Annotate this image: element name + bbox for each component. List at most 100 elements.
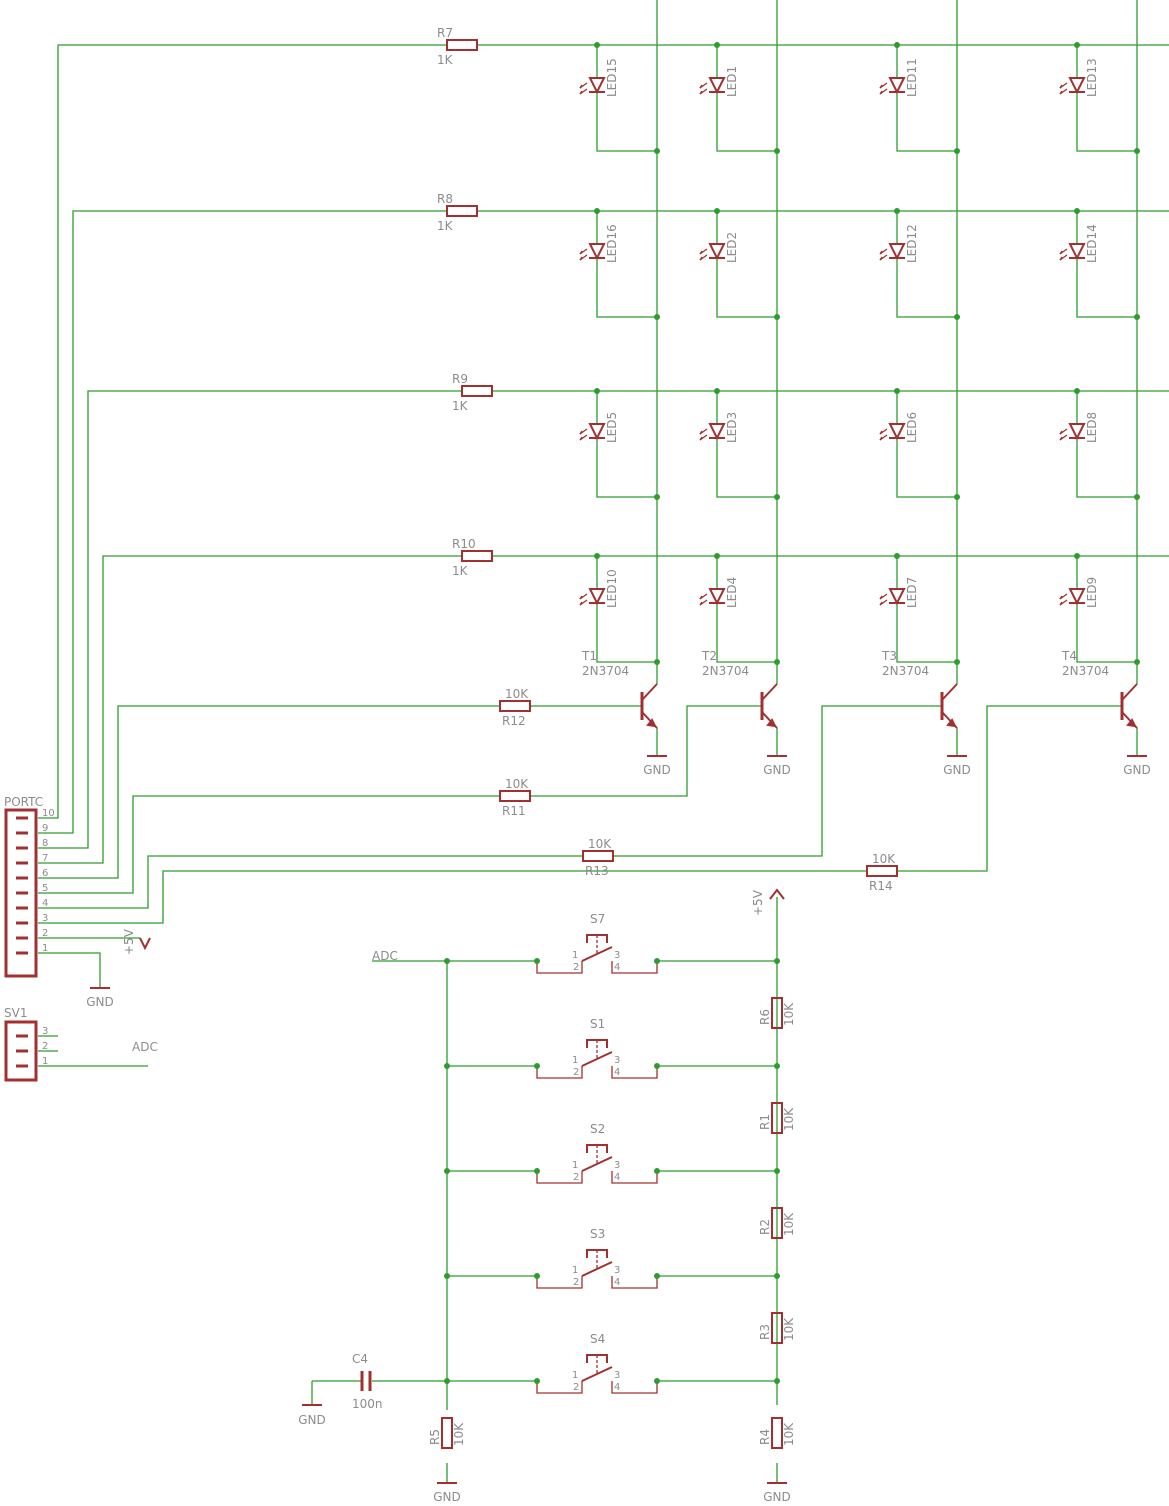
wire [1076, 604, 1137, 663]
resistor-name: R9 [452, 372, 468, 386]
led-body [1068, 77, 1086, 95]
led-arrow-heads [699, 430, 703, 441]
junction-dot [954, 494, 960, 500]
led-label: LED9 [1085, 577, 1099, 608]
junction-dot [894, 553, 900, 559]
led-body [1068, 423, 1086, 441]
junctions [444, 42, 1140, 1384]
junction-dot [1134, 659, 1140, 665]
switch-pin: 3 [614, 1055, 620, 1066]
led-arrow-heads [879, 250, 883, 261]
led-body [888, 588, 906, 606]
junction-dot [654, 659, 660, 665]
led-body [588, 588, 606, 606]
led-label: LED7 [905, 577, 919, 608]
resistor-body [866, 865, 898, 877]
transistor-name: T3 [881, 649, 897, 663]
led-arrow-heads [699, 250, 703, 261]
resistor-value: 10K [782, 1212, 796, 1236]
switch-pin: 4 [614, 1382, 620, 1393]
switch-pin: 2 [573, 1382, 579, 1393]
resistor-value: 10K [452, 1422, 466, 1446]
led-body [588, 243, 606, 261]
led-arrow-heads [879, 595, 883, 606]
led-body [588, 77, 606, 95]
junction-dot [1134, 494, 1140, 500]
resistor-name: R7 [437, 26, 453, 40]
transistor-name: T4 [1061, 649, 1077, 663]
junction-dot [594, 553, 600, 559]
pin-number: 4 [42, 898, 48, 909]
wire [38, 44, 447, 819]
transistor-collector [1121, 683, 1138, 701]
switch-pin: 1 [572, 1160, 578, 1171]
resistor-body [446, 39, 478, 51]
led-body [708, 588, 726, 606]
resistor-name: R2 [758, 1219, 772, 1235]
switch-frame [611, 1171, 658, 1184]
resistor-body [499, 790, 531, 802]
transistor-arrow [946, 718, 957, 728]
led-arrow-heads [579, 595, 583, 606]
wire [896, 259, 957, 318]
led-body [888, 243, 906, 261]
switch-frame [536, 1171, 583, 1184]
switch-frame [536, 961, 583, 974]
capacitor-value: 100n [352, 1397, 383, 1411]
transistor-arrow [1126, 718, 1137, 728]
junction-dot [444, 1063, 450, 1069]
switch-pin: 2 [573, 962, 579, 973]
resistor-name: R5 [428, 1429, 442, 1445]
switch-pin: 2 [573, 1067, 579, 1078]
resistor-value: 1K [452, 564, 469, 578]
led-label: LED4 [725, 577, 739, 608]
resistor-body [461, 550, 493, 562]
switch-frame [611, 1381, 658, 1394]
switch-pin: 3 [614, 1370, 620, 1381]
junction-dot [444, 1378, 450, 1384]
led-label: LED1 [725, 66, 739, 97]
junction-dot [534, 1273, 540, 1279]
junction-dot [714, 42, 720, 48]
junction-dot [1074, 553, 1080, 559]
led-label: LED3 [725, 412, 739, 443]
switch-pin: 3 [614, 1160, 620, 1171]
wire [38, 795, 500, 894]
resistor-name: R10 [452, 537, 476, 551]
gnd-label: GND [643, 763, 671, 777]
led-label: LED5 [605, 412, 619, 443]
resistor-body [771, 1312, 783, 1344]
wire [38, 952, 101, 968]
led-arrow-heads [1059, 250, 1063, 261]
led-arrow-heads [699, 84, 703, 95]
wire [596, 259, 657, 318]
junction-dot [774, 1378, 780, 1384]
led-body [1068, 588, 1086, 606]
gnd-label: GND [86, 995, 114, 1009]
led-label: LED16 [605, 224, 619, 263]
switch-lever [581, 1261, 613, 1277]
led-arrow-heads [699, 595, 703, 606]
wire [596, 93, 657, 152]
led-body [1068, 243, 1086, 261]
switch-frame [536, 1276, 583, 1289]
junction-dot [594, 42, 600, 48]
switch-name: S1 [590, 1017, 605, 1031]
wire [896, 439, 957, 498]
resistor-body [771, 1102, 783, 1134]
resistor-name: R13 [585, 864, 609, 878]
resistor-name: R1 [758, 1114, 772, 1130]
led-body [888, 77, 906, 95]
junction-dot [654, 1063, 660, 1069]
junction-dot [654, 314, 660, 320]
pin-number: 2 [42, 1041, 48, 1052]
transistor-name: T2 [701, 649, 717, 663]
wire [596, 439, 657, 498]
junction-dot [444, 1273, 450, 1279]
switch-frame [611, 1276, 658, 1289]
junction-dot [594, 208, 600, 214]
junction-dot [654, 494, 660, 500]
wire [716, 439, 777, 498]
wire [1076, 439, 1137, 498]
